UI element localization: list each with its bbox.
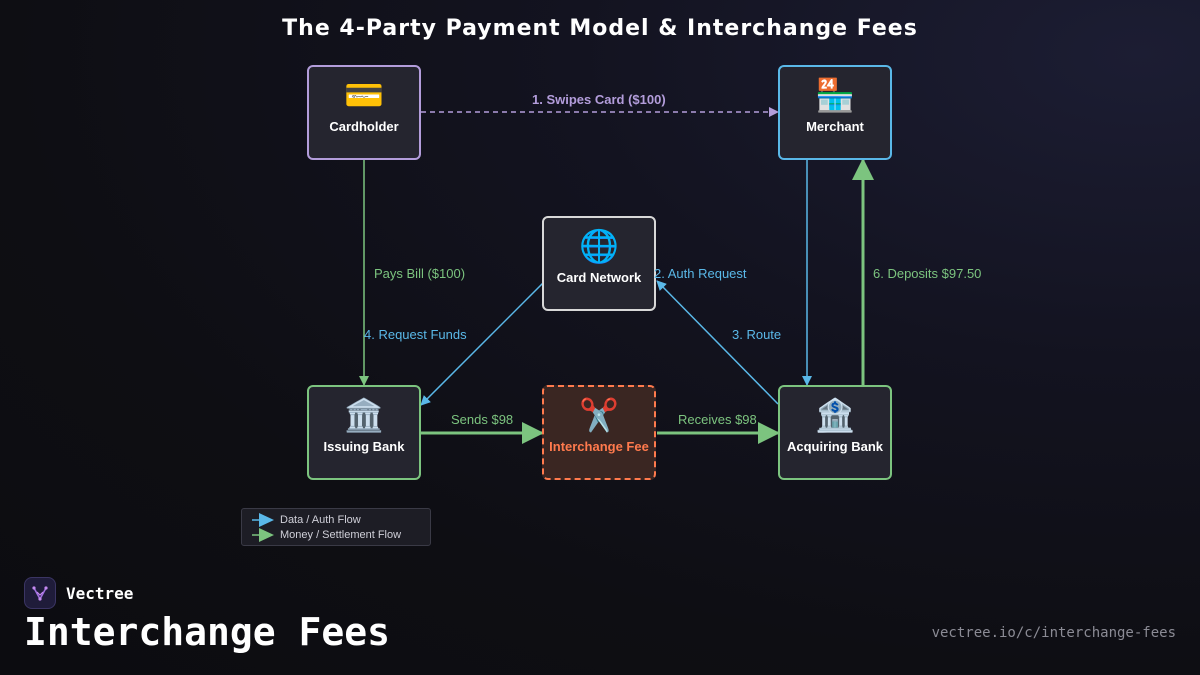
auth-request-edge xyxy=(656,280,779,405)
brand: Vectree xyxy=(24,577,133,609)
acquiring-bank-label: Acquiring Bank xyxy=(786,439,884,454)
green-arrow-icon xyxy=(252,528,274,542)
request-funds-edge xyxy=(420,282,544,406)
cardholder-label: Cardholder xyxy=(329,119,399,134)
source-url: vectree.io/c/interchange-fees xyxy=(931,625,1176,641)
brand-name: Vectree xyxy=(66,583,134,603)
card-network-node: 🌐 Card Network xyxy=(542,216,656,311)
cardholder-node: 💳 Cardholder xyxy=(307,65,421,160)
deposits-label: 6. Deposits $97.50 xyxy=(873,266,982,281)
interchange-fee-node: ✂️ Interchange Fee xyxy=(542,385,656,480)
bank-building-icon: 🏛️ xyxy=(344,396,384,434)
request-funds-label: 4. Request Funds xyxy=(364,327,467,342)
diagram-title: The 4-Party Payment Model & Interchange … xyxy=(282,16,918,41)
legend-item-money: Money / Settlement Flow xyxy=(252,527,401,543)
scissors-icon: ✂️ xyxy=(579,396,619,434)
issuing-bank-node: 🏛️ Issuing Bank xyxy=(307,385,421,480)
receives-label: Receives $98 xyxy=(678,412,757,427)
merchant-node: 🏪 Merchant xyxy=(778,65,892,160)
vectree-logo-icon xyxy=(24,577,56,609)
acquiring-bank-node: 🏦 Acquiring Bank xyxy=(778,385,892,480)
legend-money-label: Money / Settlement Flow xyxy=(280,529,402,541)
route-label: 3. Route xyxy=(732,327,782,342)
credit-card-icon: 💳 xyxy=(344,76,384,114)
store-icon: 🏪 xyxy=(815,76,855,114)
pays-bill-label: Pays Bill ($100) xyxy=(374,266,466,281)
auth-request-label: 2. Auth Request xyxy=(654,266,747,281)
page-heading: Interchange Fees xyxy=(24,610,391,654)
legend: Data / Auth Flow Money / Settlement Flow xyxy=(241,508,431,546)
interchange-fee-label: Interchange Fee xyxy=(549,439,649,454)
sends-label: Sends $98 xyxy=(451,412,514,427)
legend-data-label: Data / Auth Flow xyxy=(280,514,361,526)
card-network-label: Card Network xyxy=(556,270,642,285)
swipe-label: 1. Swipes Card ($100) xyxy=(532,92,666,107)
merchant-label: Merchant xyxy=(806,119,864,134)
globe-icon: 🌐 xyxy=(579,227,619,265)
blue-arrow-icon xyxy=(252,513,274,527)
legend-item-data: Data / Auth Flow xyxy=(252,512,361,528)
issuing-bank-label: Issuing Bank xyxy=(323,439,405,454)
bank-icon: 🏦 xyxy=(815,396,855,434)
